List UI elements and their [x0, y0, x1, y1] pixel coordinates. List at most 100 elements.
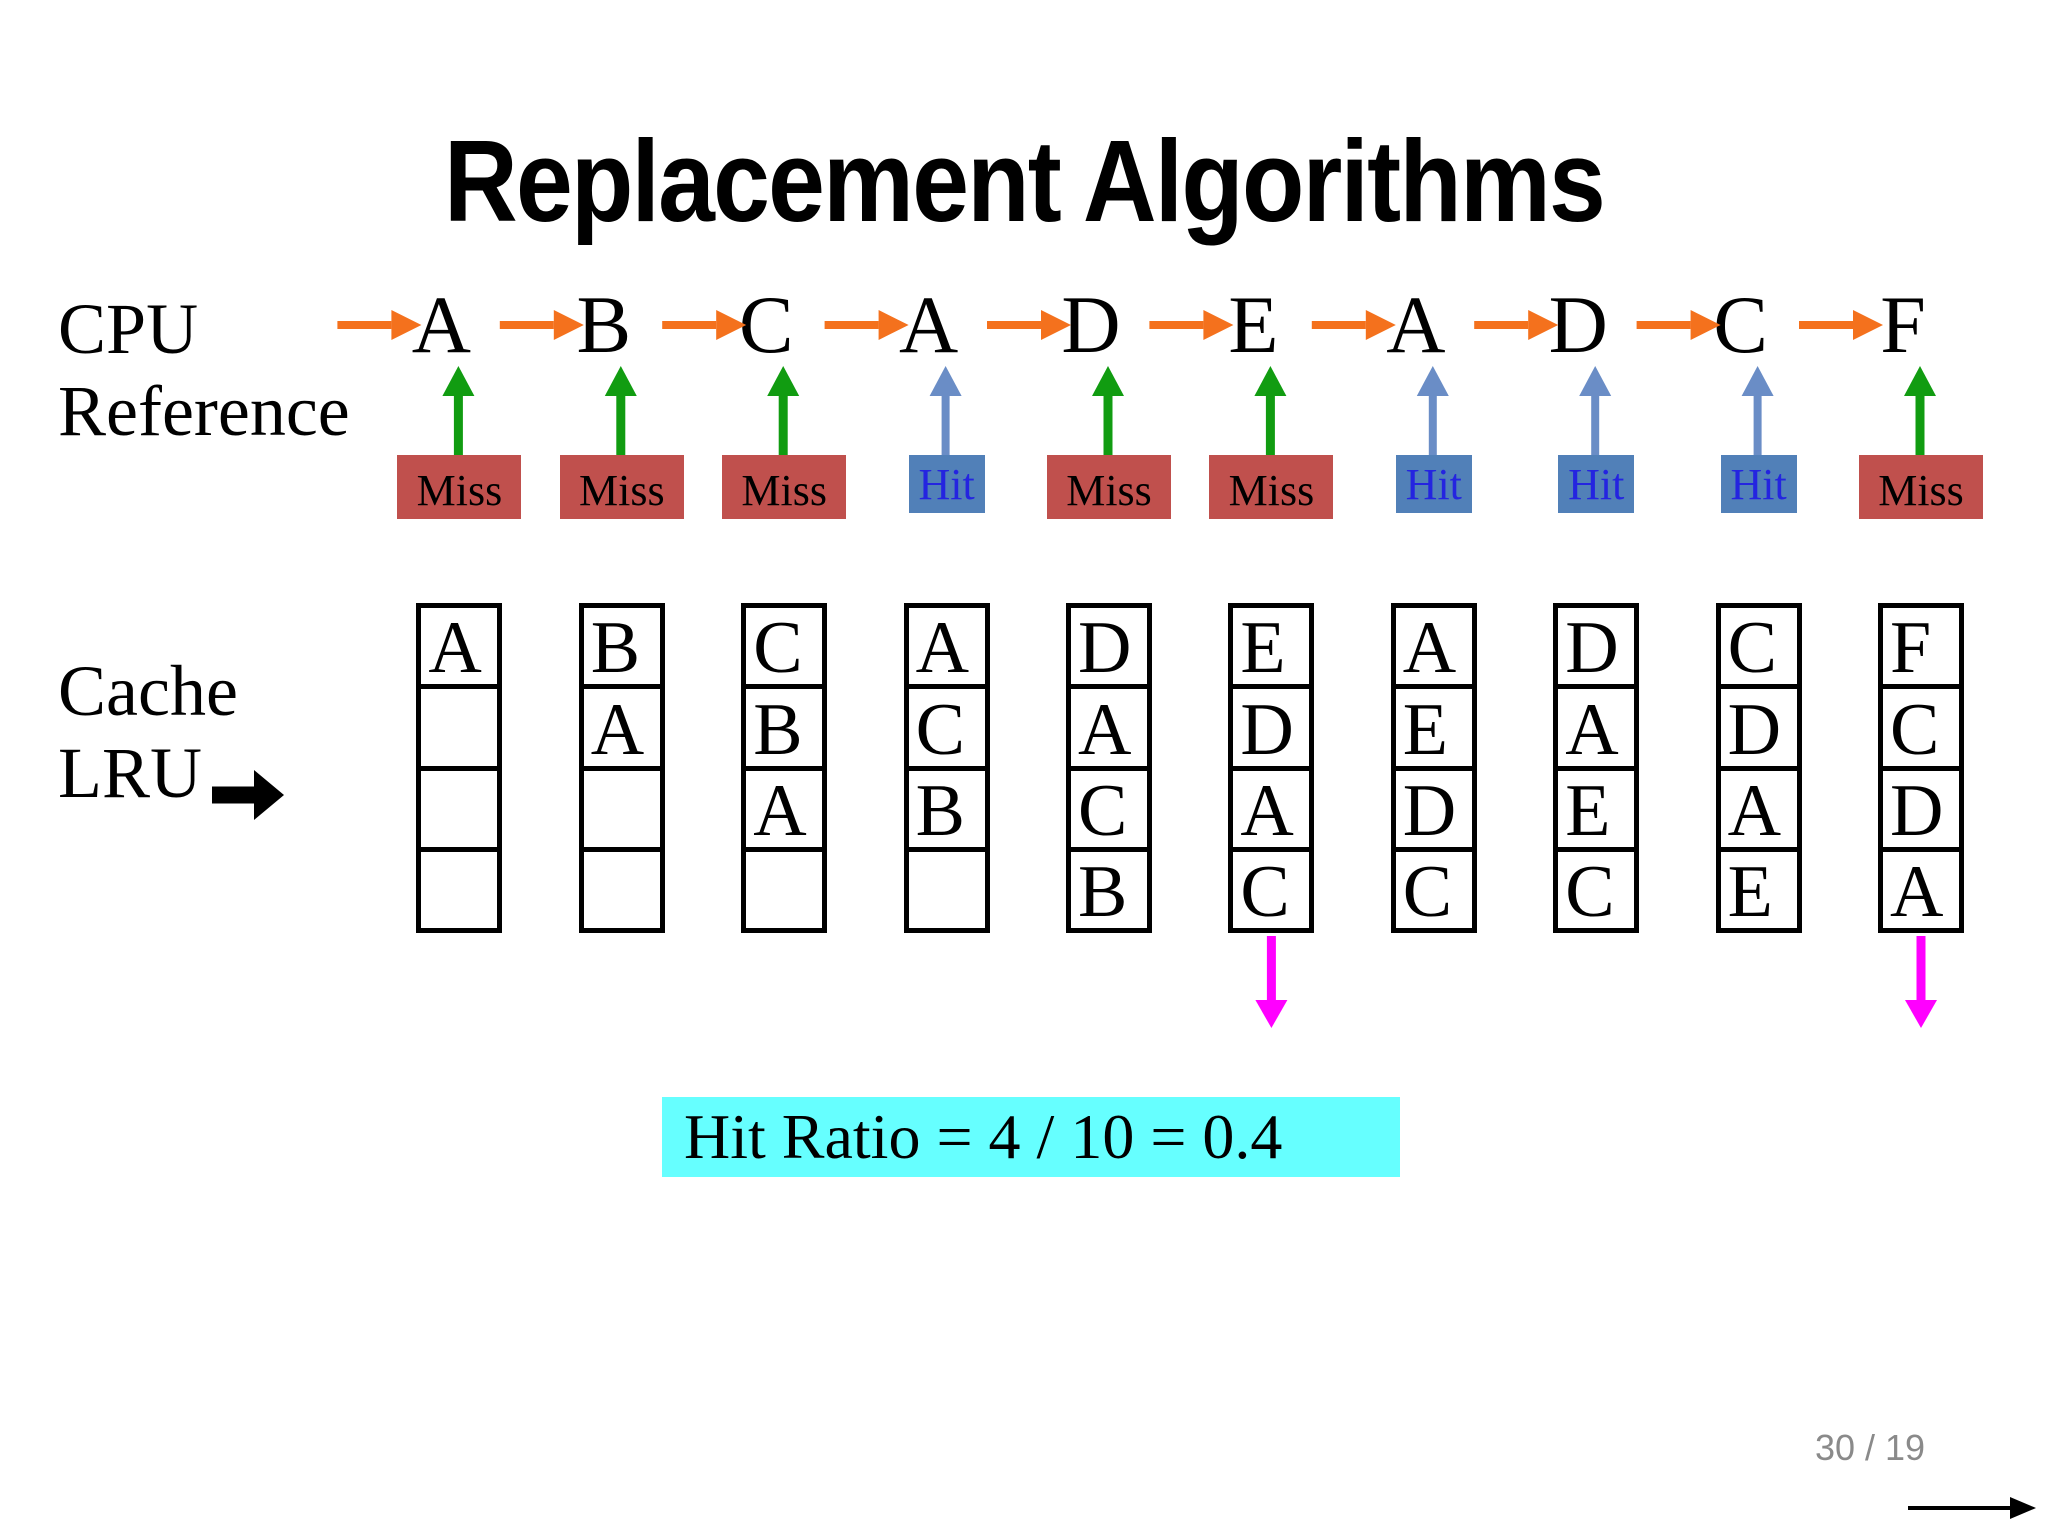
cache-cell-letter: A [1078, 688, 1132, 771]
cache-cell-letter: A [1565, 688, 1619, 771]
cache-cell: A [1071, 684, 1147, 771]
cache-cell: A [746, 765, 823, 852]
cache-cell-letter: C [1565, 851, 1615, 933]
cache-cell: C [1071, 765, 1147, 852]
result-label: Hit [918, 460, 975, 509]
cache-cell: B [584, 607, 660, 690]
cache-cell-letter: A [428, 607, 482, 690]
cache-cell-letter: B [590, 607, 641, 690]
cache-cell: A [1720, 765, 1797, 852]
cache-cell [908, 846, 985, 928]
hit-arrow-icon [1416, 366, 1449, 455]
cache-cell: D [1071, 607, 1147, 690]
cache-cell-letter: C [1078, 769, 1128, 852]
cache-cell-letter: C [753, 607, 803, 690]
cache-cell [421, 684, 498, 765]
cache-cell: C [746, 607, 822, 690]
miss-badge: Miss [1859, 455, 1983, 519]
cache-label-line1: Cache [58, 651, 238, 731]
cache-cell: C [1233, 846, 1310, 933]
evict-arrow-icon [1905, 936, 1937, 1028]
next-slide-arrow-icon[interactable] [1908, 1497, 2036, 1519]
result-label: Hit [1568, 460, 1625, 509]
hit-ratio-banner: Hit Ratio = 4 / 10 = 0.4 [662, 1097, 1400, 1177]
result-label: Miss [1878, 466, 1964, 515]
reference-letter: A [1386, 279, 1446, 370]
cache-cell: E [1558, 765, 1635, 848]
hit-arrow-icon [929, 366, 962, 455]
cache-cell-letter: A [1402, 607, 1457, 690]
cpu-reference-label: CPU Reference [58, 288, 350, 452]
reference-letter: C [738, 279, 794, 370]
hit-arrow-icon [1741, 366, 1774, 455]
cache-cell-letter: E [1727, 851, 1773, 933]
cache-cell: A [1233, 765, 1310, 848]
result-label: Miss [416, 466, 503, 515]
cache-cell-letter: B [753, 688, 803, 771]
cache-cell-letter: D [1240, 688, 1294, 771]
cache-column: A [416, 603, 503, 933]
result-label: Hit [1730, 460, 1787, 509]
cache-cell-letter: A [590, 688, 645, 771]
hit-badge: Hit [1395, 455, 1472, 513]
cache-cell [421, 846, 498, 928]
reference-letter: C [1713, 279, 1768, 370]
cache-cell [746, 846, 823, 928]
cache-cell [583, 846, 660, 928]
miss-badge: Miss [1047, 455, 1171, 519]
miss-arrow-icon [1092, 366, 1124, 455]
cache-cell: A [421, 607, 497, 690]
cache-cell-letter: D [1565, 607, 1619, 690]
cache-cell: A [1396, 607, 1472, 690]
miss-badge: Miss [397, 455, 522, 519]
miss-arrow-icon [1254, 366, 1287, 455]
cache-cell: A [909, 607, 985, 690]
page-number: 30 / 19 [1814, 1427, 1926, 1468]
hit-arrow-icon [1579, 366, 1612, 455]
reference-letter: B [576, 279, 632, 370]
cache-cell: B [1071, 846, 1147, 929]
cache-cell: C [1721, 608, 1797, 685]
cache-cell-letter: C [915, 688, 965, 771]
cache-cell-letter: A [915, 607, 970, 690]
miss-arrow-icon [1904, 366, 1936, 455]
cache-label-line2: LRU [58, 733, 202, 813]
cache-cell: E [1233, 608, 1309, 685]
cache-cell-letter: D [1402, 769, 1457, 852]
cache-cell: D [1883, 765, 1959, 848]
cache-cell-letter: D [1078, 607, 1132, 690]
cache-cell: F [1883, 607, 1959, 690]
cache-cell-letter: A [1727, 769, 1782, 852]
result-label: Miss [741, 466, 827, 515]
cache-cell [421, 765, 498, 847]
cache-cell [583, 765, 660, 847]
cache-cell-letter: F [1890, 607, 1932, 690]
miss-arrow-icon [442, 366, 475, 455]
cache-cell: B [746, 684, 823, 771]
miss-badge: Miss [559, 455, 684, 519]
result-label: Miss [1228, 466, 1315, 515]
reference-letter: A [898, 279, 959, 370]
hit-badge: Hit [1558, 455, 1635, 513]
reference-letter: F [1880, 279, 1926, 370]
evict-arrow-icon [1255, 936, 1288, 1028]
miss-badge: Miss [1209, 455, 1334, 519]
cpu-label-line2: Reference [58, 371, 350, 451]
cache-cell-letter: C [1402, 851, 1453, 933]
cache-cell: D [1558, 607, 1634, 690]
miss-badge: Miss [722, 455, 847, 519]
cache-cell: D [1233, 684, 1310, 771]
result-label: Miss [1066, 466, 1152, 515]
cache-cell-letter: C [1240, 851, 1290, 933]
cache-cell: D [1720, 684, 1797, 767]
cache-lru-label: Cache LRU [58, 650, 238, 814]
cache-cell-letter: A [753, 769, 807, 852]
slide-title: Replacement Algorithms [443, 116, 1606, 246]
